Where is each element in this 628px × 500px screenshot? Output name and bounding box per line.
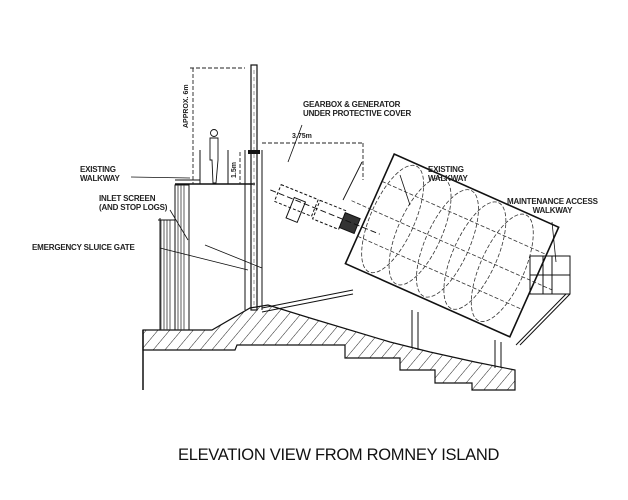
gearbox-label: GEARBOX & GENERATOR UNDER PROTECTIVE COV… xyxy=(303,100,411,118)
maintenance-label-line2: WALKWAY xyxy=(532,206,573,215)
archimedes-screw xyxy=(344,152,560,338)
railing-dimension-label: 1.5m xyxy=(231,162,238,178)
sluice-gate-post xyxy=(250,64,258,311)
inlet-screen-label: INLET SCREEN (AND STOP LOGS) xyxy=(99,194,167,212)
existing-walkway-left-line1: EXISTING xyxy=(80,165,116,174)
height-dimension-label: APPROX. 6m xyxy=(183,84,190,128)
inlet-screen-lines xyxy=(160,185,185,330)
inlet-screen-line2: (AND STOP LOGS) xyxy=(99,203,168,212)
drawing-title: ELEVATION VIEW FROM ROMNEY ISLAND xyxy=(178,446,500,464)
existing-walkway-right-line1: EXISTING xyxy=(428,165,464,174)
sluice-gate-label: EMERGENCY SLUICE GATE xyxy=(32,243,135,252)
maintenance-walkway xyxy=(515,255,571,346)
gearbox-label-line2: UNDER PROTECTIVE COVER xyxy=(303,109,412,118)
gearbox-generator xyxy=(270,183,380,235)
existing-walkway-right-label: EXISTING WALKWAY xyxy=(428,165,468,183)
span-dimension-label: 3.75m xyxy=(292,133,312,140)
existing-walkway-left-label: EXISTING WALKWAY xyxy=(80,165,120,183)
gearbox-label-line1: GEARBOX & GENERATOR xyxy=(303,100,401,109)
existing-walkway-right-line2: WALKWAY xyxy=(428,174,468,183)
existing-walkway-left-line2: WALKWAY xyxy=(80,174,120,183)
inlet-screen-line1: INLET SCREEN xyxy=(99,194,156,203)
maintenance-label-line1: MAINTENANCE ACCESS xyxy=(507,197,598,206)
leader-lines xyxy=(130,124,557,271)
screw-supports xyxy=(411,310,502,368)
concrete-foundation xyxy=(142,304,516,391)
inlet-wall xyxy=(174,184,190,331)
dimension-lines xyxy=(190,67,364,184)
maintenance-walkway-label: MAINTENANCE ACCESS WALKWAY xyxy=(507,197,598,215)
person-figure xyxy=(209,129,219,184)
